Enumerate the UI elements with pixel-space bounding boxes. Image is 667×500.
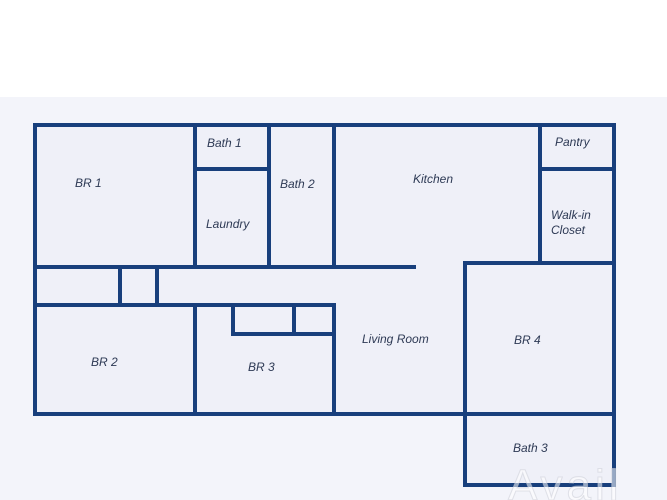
room-label-bath1: Bath 1	[207, 136, 242, 150]
room-label-br2: BR 2	[91, 355, 118, 369]
room-label-bath2: Bath 2	[280, 177, 315, 191]
watermark-logo: Avail	[508, 461, 623, 500]
room-label-br4: BR 4	[514, 333, 541, 347]
walls	[33, 123, 616, 487]
room-label-closet: Closet	[551, 223, 586, 237]
room-label-walkin: Walk-in	[551, 208, 591, 222]
room-label-br3: BR 3	[248, 360, 275, 374]
room-label-laundry: Laundry	[206, 217, 250, 231]
room-label-kitchen: Kitchen	[413, 172, 453, 186]
room-label-living: Living Room	[362, 332, 429, 346]
room-label-br1: BR 1	[75, 176, 102, 190]
room-label-pantry: Pantry	[555, 135, 591, 149]
room-label-bath3: Bath 3	[513, 441, 548, 455]
